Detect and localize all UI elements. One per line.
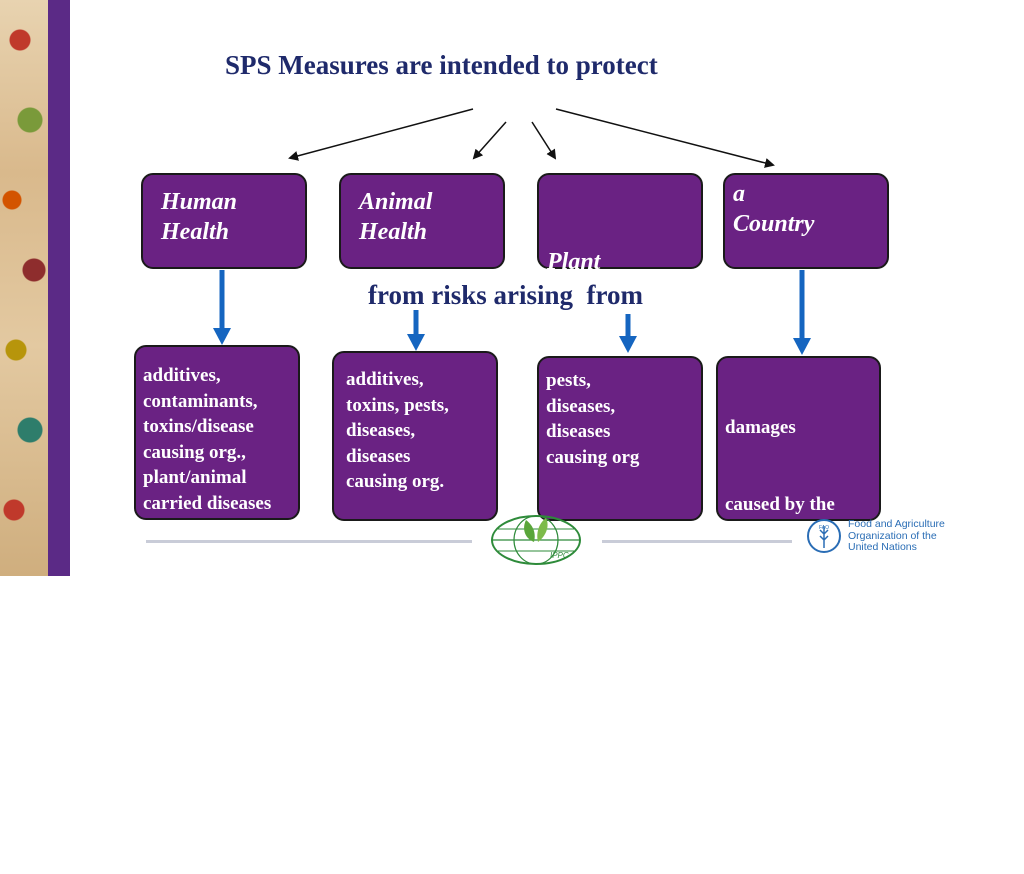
risk-box-plant: pests, diseases, diseases causing org bbox=[537, 356, 703, 521]
ippc-leaf-left bbox=[524, 520, 535, 542]
box-human-health-label: Human Health bbox=[161, 189, 238, 245]
risk-box-plant-text: pests, diseases, diseases causing org bbox=[546, 370, 640, 468]
fao-emblem-ring bbox=[807, 519, 841, 553]
risk-box-human-text: additives, contaminants, toxins/disease … bbox=[143, 365, 272, 514]
fao-emblem-wheat bbox=[819, 526, 829, 548]
slide-title: SPS Measures are intended to protect bbox=[225, 50, 658, 80]
down-arrowhead-animal bbox=[407, 334, 425, 351]
ippc-logo: IPPC bbox=[491, 515, 581, 565]
arrow-to-human-health bbox=[288, 108, 474, 161]
box-animal-health-label: Animal Health bbox=[359, 189, 433, 245]
box-country: a Country bbox=[723, 173, 889, 269]
fao-emblem-text: FAO bbox=[819, 525, 829, 531]
fao-emblem: FAO bbox=[807, 519, 841, 553]
footer-divider-left bbox=[146, 540, 472, 543]
down-arrowhead-human bbox=[213, 328, 231, 345]
arrow-to-country bbox=[555, 108, 775, 168]
ippc-leaf-right bbox=[537, 518, 548, 542]
down-arrowhead-country bbox=[793, 338, 811, 355]
risk-box-human: additives, contaminants, toxins/disease … bbox=[134, 345, 300, 520]
arrow-to-plant-health bbox=[531, 121, 557, 160]
arrow-to-animal-health bbox=[472, 121, 507, 160]
risk-box-animal: additives, toxins, pests, diseases, dise… bbox=[332, 351, 498, 521]
ippc-logo-text: IPPC bbox=[550, 551, 569, 560]
risk-box-country-text: damages caused by the entry, establishme… bbox=[725, 417, 837, 821]
decorative-side-illustration bbox=[0, 0, 48, 576]
box-human-health: Human Health bbox=[141, 173, 307, 269]
down-arrowhead-plant bbox=[619, 336, 637, 353]
box-country-label: a Country bbox=[733, 181, 815, 237]
box-plant-health: Plant Health bbox=[537, 173, 703, 365]
connector-text: from risks arising from bbox=[368, 280, 643, 310]
side-accent-bar bbox=[48, 0, 70, 576]
arrow-layer bbox=[213, 108, 811, 355]
fao-name: Food and Agriculture Organization of the… bbox=[848, 518, 945, 553]
box-animal-health: Animal Health bbox=[339, 173, 505, 269]
risk-box-country: damages caused by the entry, establishme… bbox=[716, 356, 881, 821]
footer-divider-right bbox=[602, 540, 792, 543]
risk-box-animal-text: additives, toxins, pests, diseases, dise… bbox=[346, 369, 449, 492]
